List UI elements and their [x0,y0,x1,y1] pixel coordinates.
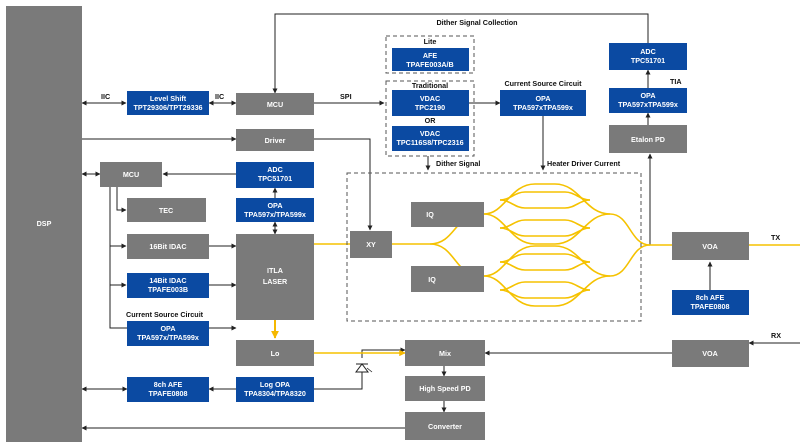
rx-label: RX [771,331,781,340]
svg-text:8ch AFE: 8ch AFE [154,380,183,389]
adc-right-block: ADC TPC51701 [609,43,687,70]
svg-text:IQ: IQ [426,210,434,219]
svg-text:Level Shift: Level Shift [150,94,187,103]
high-speed-pd-block: High Speed PD [405,376,485,401]
svg-text:VOA: VOA [702,242,718,251]
svg-text:XY: XY [366,240,376,249]
mcu-top-block: MCU [236,93,314,115]
svg-text:VDAC: VDAC [420,129,440,138]
svg-text:IQ: IQ [428,275,436,284]
svg-text:MCU: MCU [123,170,139,179]
opa-tia-block: OPA TPA597xTPA599x [609,88,687,113]
svg-text:AFE: AFE [423,51,438,60]
svg-text:Lo: Lo [271,349,280,358]
opa-left-block: OPA TPA597x/TPA599x [127,321,209,346]
tx-label: TX [771,233,780,242]
heater-current-label: Heater Driver Current [547,159,621,168]
svg-text:TPA597xTPA599x: TPA597xTPA599x [618,100,678,109]
svg-text:LASER: LASER [263,277,288,286]
svg-text:Etalon PD: Etalon PD [631,135,665,144]
itla-laser-block: ITLA LASER [236,234,314,320]
svg-text:Driver: Driver [265,136,286,145]
vdac-traditional-block: VDAC TPC2190 [392,90,469,116]
svg-text:ADC: ADC [640,47,656,56]
idac14-block: 14Bit IDAC TPAFE003B [127,273,209,298]
mix-block: Mix [405,340,485,366]
svg-text:TPAFE0808: TPAFE0808 [690,302,729,311]
dither-collection-label: Dither Signal Collection [436,18,517,27]
signal-connections [81,13,800,431]
traditional-label: Traditional [412,81,448,90]
converter-block: Converter [405,412,485,440]
lite-label: Lite [424,37,437,46]
svg-text:OPA: OPA [160,324,175,333]
vdac-or-block: VDAC TPC116S8/TPC2316 [392,126,469,151]
adc-mid-block: ADC TPC51701 [236,162,314,188]
afe8-right-block: 8ch AFE TPAFE0808 [672,290,749,315]
svg-text:Mix: Mix [439,349,451,358]
svg-text:Log OPA: Log OPA [260,380,290,389]
iic-label-1: IIC [101,92,110,101]
driver-block: Driver [236,129,314,151]
opa-mid-block: OPA TPA597x/TPA599x [236,198,314,222]
svg-text:High Speed PD: High Speed PD [419,384,471,393]
svg-text:Converter: Converter [428,422,462,431]
lite-group [385,35,475,74]
svg-text:OPA: OPA [267,201,282,210]
afe-lite-block: AFE TPAFE003A/B [392,48,469,71]
svg-text:TPAFE003A/B: TPAFE003A/B [406,60,453,69]
lo-block: Lo [236,340,314,366]
spi-label: SPI [340,92,352,101]
svg-text:TPAFE003B: TPAFE003B [148,285,188,294]
iic-label-2: IIC [215,92,224,101]
or-label: OR [425,116,437,125]
dsp-block: DSP [6,6,82,442]
xy-block: XY [350,231,392,258]
mcu-left-block: MCU [100,162,162,187]
svg-text:TPA8304/TPA8320: TPA8304/TPA8320 [244,389,306,398]
traditional-group [385,80,475,157]
modulator-group [346,172,642,322]
svg-text:TPC116S8/TPC2316: TPC116S8/TPC2316 [396,138,463,147]
svg-text:TPC51701: TPC51701 [258,174,292,183]
svg-text:ADC: ADC [267,165,283,174]
voa-rx-block: VOA [672,340,749,367]
svg-text:TPAFE0808: TPAFE0808 [148,389,187,398]
svg-text:OPA: OPA [640,91,655,100]
etalon-pd-block: Etalon PD [609,125,687,153]
svg-text:TPC2190: TPC2190 [415,103,445,112]
idac16-block: 16Bit IDAC [127,234,209,259]
svg-text:VDAC: VDAC [420,94,440,103]
level-shift-block: Level Shift TPT29306/TPT29336 [127,91,209,115]
current-source-top-label: Current Source Circuit [504,79,582,88]
iq-top-block: IQ [411,202,484,227]
dither-signal-label: Dither Signal [436,159,480,168]
svg-text:MCU: MCU [267,100,283,109]
iq-bottom-block: IQ [411,266,484,292]
svg-text:ITLA: ITLA [267,266,283,275]
svg-text:DSP: DSP [37,219,52,228]
svg-text:TPA597x/TPA599x: TPA597x/TPA599x [244,210,306,219]
svg-text:TPA597x/TPA599x: TPA597x/TPA599x [137,333,199,342]
svg-text:VOA: VOA [702,349,718,358]
tec-block: TEC [127,198,206,222]
opa-current-source-top-block: OPA TPA597xTPA599x [500,90,586,116]
svg-text:TPC51701: TPC51701 [631,56,665,65]
log-opa-block: Log OPA TPA8304/TPA8320 [236,377,314,402]
optical-path [271,183,800,357]
tia-label: TIA [670,77,682,86]
afe8-left-block: 8ch AFE TPAFE0808 [127,377,209,402]
voa-tx-block: VOA [672,232,749,260]
svg-text:8ch AFE: 8ch AFE [696,293,725,302]
svg-text:16Bit IDAC: 16Bit IDAC [149,242,186,251]
svg-text:OPA: OPA [535,94,550,103]
svg-text:TEC: TEC [159,206,173,215]
current-source-left-label: Current Source Circuit [126,310,204,319]
svg-text:14Bit IDAC: 14Bit IDAC [149,276,186,285]
svg-text:TPA597xTPA599x: TPA597xTPA599x [513,103,573,112]
svg-text:TPT29306/TPT29336: TPT29306/TPT29336 [133,103,202,112]
